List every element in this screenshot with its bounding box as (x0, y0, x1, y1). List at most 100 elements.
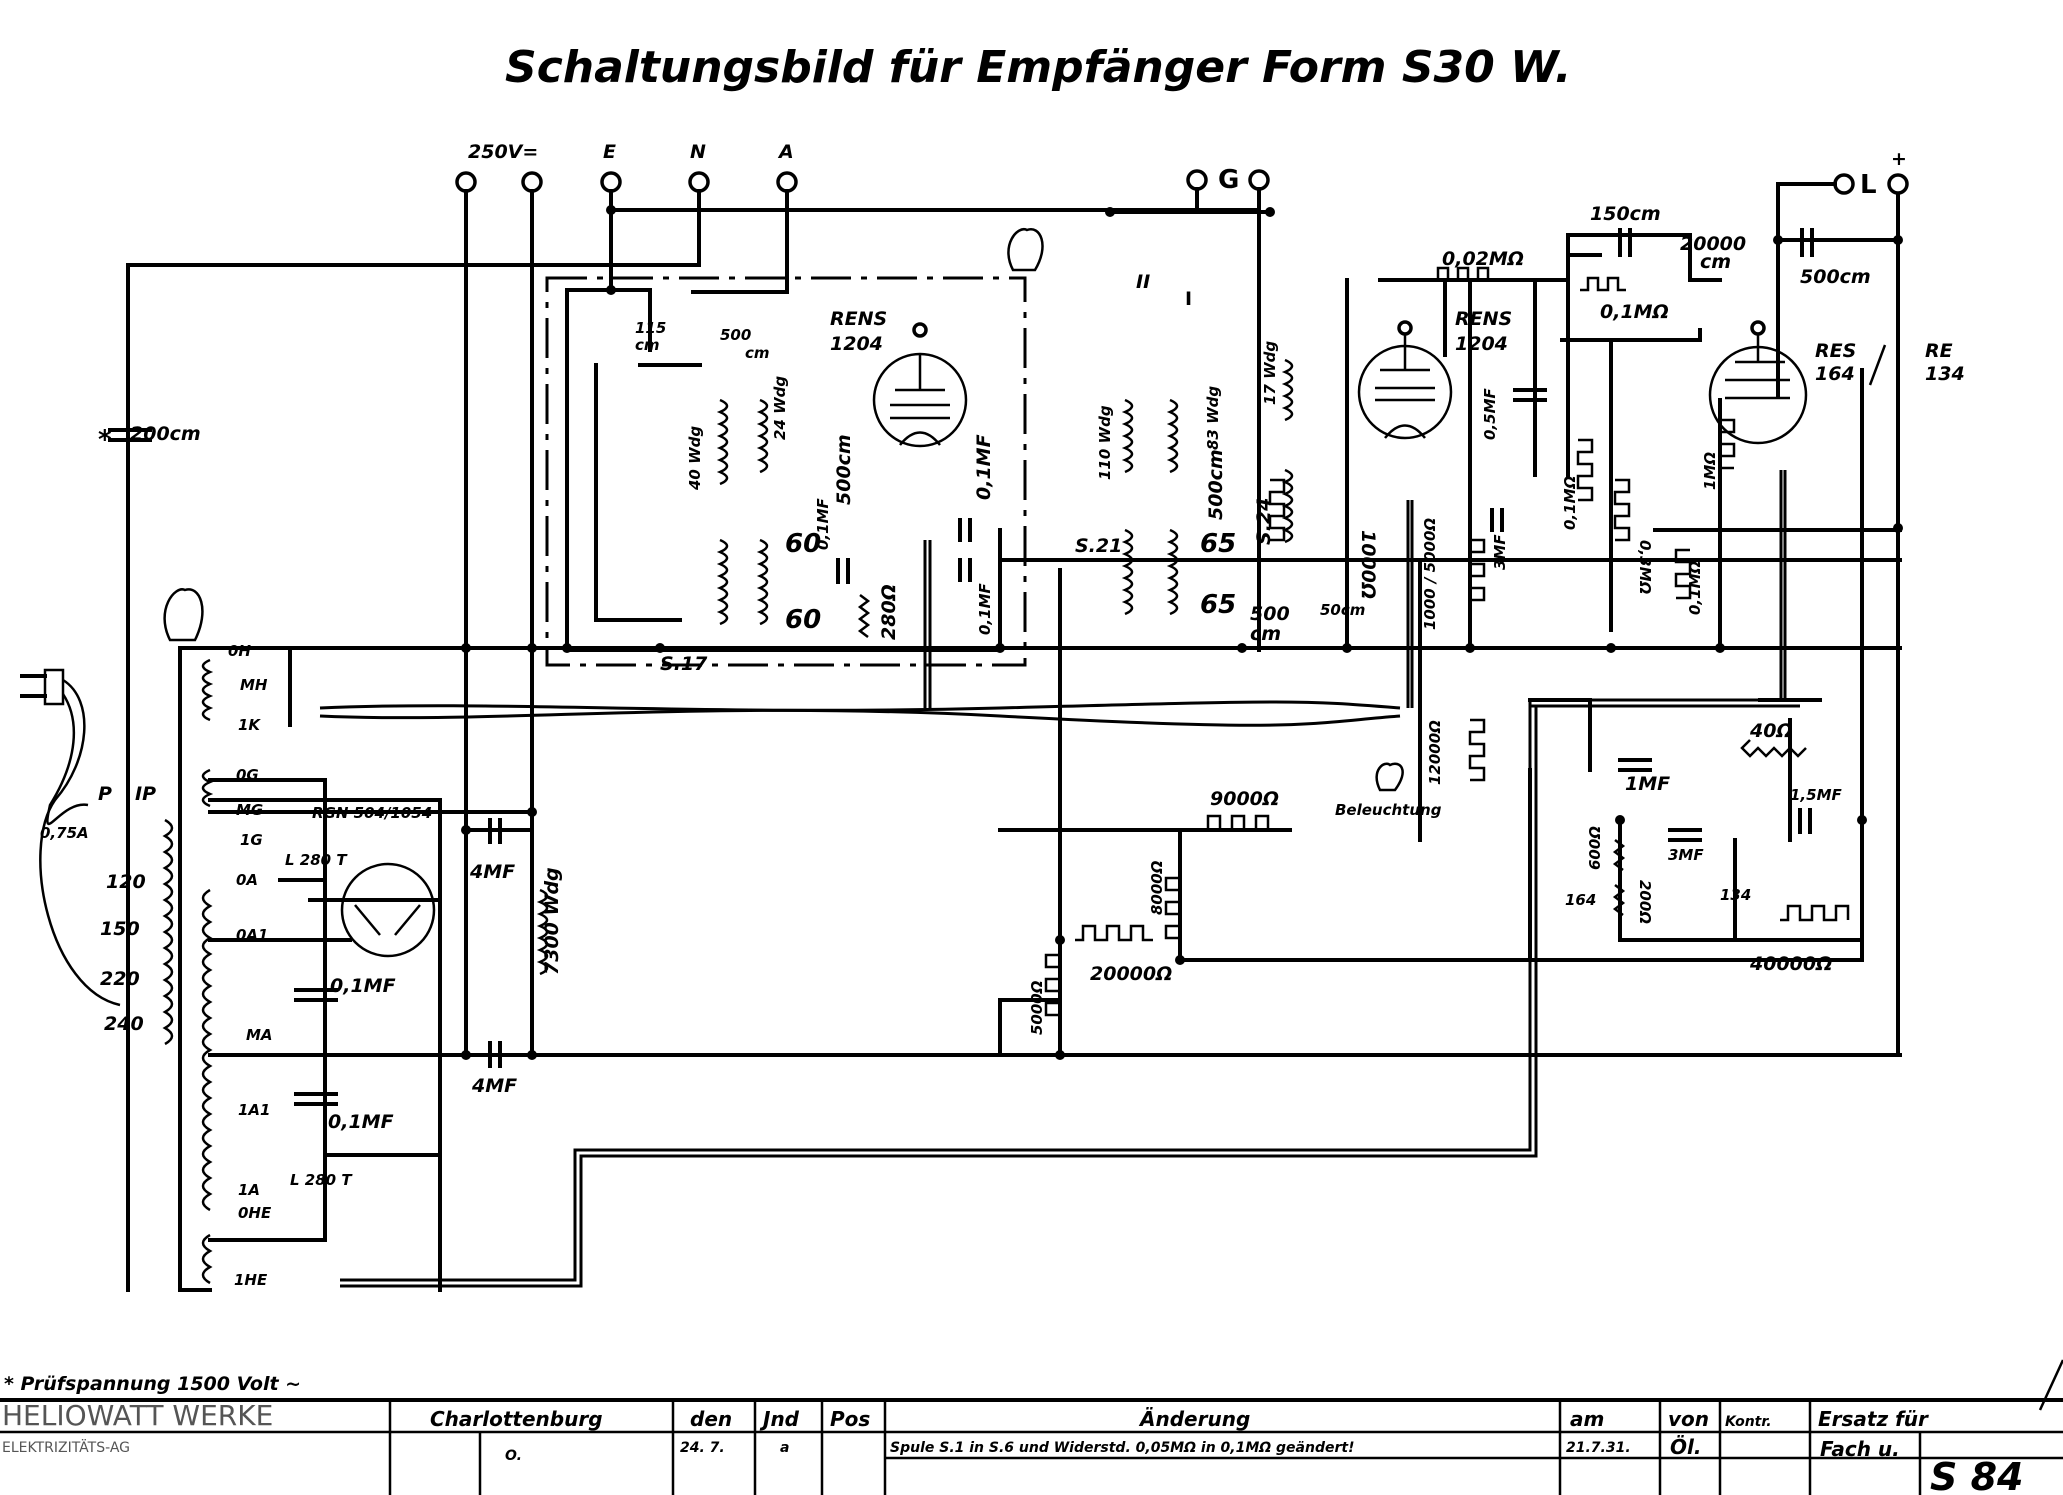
am-label-label: am (1570, 1407, 1604, 1431)
coil-110-label: 110 Wdg (1096, 405, 1114, 480)
r-01m-top-label: 0,1MΩ (1600, 301, 1669, 323)
tap-p-label: P (98, 783, 112, 805)
terminal-n: N (688, 141, 710, 193)
c-3mf-label: 3MF (1491, 534, 1509, 570)
footnote: * Prüfspannung 1500 Volt ~ (4, 1373, 301, 1395)
v220-label: 220 (100, 968, 140, 990)
antenna-label: A (777, 141, 794, 163)
v240-label: 240 (104, 1013, 144, 1035)
c-01mf-c-label: 0,1MF (976, 583, 994, 635)
tr-0a-label: 0A (236, 871, 258, 889)
tube3-alt-type-label: RE (1925, 340, 1953, 362)
tr-ma-label: MA (246, 1026, 273, 1044)
power-label: 250V= (468, 141, 538, 163)
von-label-label: von (1668, 1407, 1709, 1431)
junctions (461, 205, 1903, 1060)
coil-17-label: 17 Wdg (1261, 341, 1279, 405)
c-1mf-label: 1MF (1625, 773, 1670, 795)
c-4mf-a-label: 4MF (469, 861, 515, 883)
place-label: Charlottenburg (430, 1407, 603, 1431)
coil-s21-label: S.21 (1075, 535, 1122, 557)
r-01m-a-label: 0,1MΩ (1561, 476, 1579, 530)
terminal-gramophone: G (1186, 165, 1270, 195)
den-label-label: den (690, 1407, 732, 1431)
r-600-label: 600Ω (1586, 826, 1604, 870)
v120-label: 120 (106, 871, 146, 893)
mains-plug-icon (20, 668, 121, 1007)
sock-164-label: 164 (1565, 891, 1596, 909)
resistors (857, 266, 1850, 1017)
c-500var-unit-label: cm (745, 344, 770, 362)
replaces-label-label: Ersatz für (1818, 1407, 1929, 1431)
row-von-label: Öl. (1670, 1435, 1701, 1459)
plus-label: + (1891, 148, 1907, 170)
tap-ip-label: IP (135, 783, 156, 805)
diagram-title: Schaltungsbild für Empfänger Form S30 W. (505, 42, 1572, 93)
coils (162, 358, 1294, 1285)
kontr-label-label: Kontr. (1725, 1414, 1772, 1430)
c-3mf-b-label: 3MF (1668, 846, 1704, 864)
earth-label: E (603, 141, 616, 163)
tube1-type-label: RENS (830, 308, 887, 330)
l280-bot-label: L 280 T (290, 1171, 353, 1189)
r-8000-label: 8000Ω (1148, 860, 1166, 915)
c-15mf-label: 1,5MF (1790, 786, 1842, 804)
c-500-out-label: 500cm (1800, 266, 1871, 288)
rectifier-tube: RGN 504/1054 (312, 804, 436, 958)
c-01mf-e-label: 0,1MF (328, 1111, 394, 1133)
choke-label: 7300 Wdg (541, 867, 563, 975)
r-1000-label: 1000Ω (1357, 530, 1379, 599)
tap-65b-label: 65 (1200, 590, 1236, 620)
tr-0g-label: 0G (236, 766, 259, 784)
terminal-antenna: A (776, 141, 798, 193)
tap-60a-label: 60 (785, 529, 821, 559)
tube3-type-label: RES (1815, 340, 1856, 362)
c-500-s24-label: 500 (1250, 603, 1290, 625)
tube-res164: RES 164 RE 134 (1708, 320, 1965, 445)
c-20000-label: 20000 (1680, 233, 1746, 255)
tr-1g-label: 1G (240, 831, 263, 849)
r-01m-b-label: 0,1MΩ (1686, 561, 1704, 615)
pos-label-label: Pos (830, 1407, 870, 1431)
tube2-num-label: 1204 (1455, 333, 1508, 355)
tr-mg-label: MG (236, 801, 263, 819)
tap-60b-label: 60 (785, 605, 821, 635)
r-280-label: 280Ω (878, 584, 900, 640)
switch-pos2-label: II (1136, 271, 1150, 293)
n-label: N (690, 141, 706, 163)
tr-1a-label: 1A (238, 1181, 260, 1199)
r-40-label: 40Ω (1749, 720, 1793, 742)
component-labels: * 200cm 115 cm 500 cm 40 Wdg 24 Wdg 500c… (40, 203, 1871, 1289)
c-20000-unit-label: cm (1700, 251, 1731, 273)
speaker-label: L (1860, 170, 1877, 200)
sock-134-label: 134 (1720, 886, 1751, 904)
fach-label-label: Fach u. (1820, 1437, 1900, 1461)
r-1000-5000-label: 1000 / 5000Ω (1421, 518, 1439, 630)
switch-pos1-label: I (1185, 288, 1192, 310)
row-date-label: 24. 7. (680, 1440, 725, 1456)
c-500-s21-label: 500cm (1205, 449, 1227, 520)
tr-mh-label: MH (240, 676, 268, 694)
c-500var-label: 500 (720, 326, 751, 344)
r-5000-label: 5000Ω (1028, 980, 1046, 1035)
company-sub: ELEKTRIZITÄTS-AG (2, 1438, 130, 1456)
ind-label-label: Jnd (759, 1407, 800, 1431)
r-03m-label: 0,3MΩ (1636, 540, 1654, 594)
c-500cm-label: 500cm (833, 434, 855, 505)
lamp-icon (163, 228, 1404, 792)
rect-label: RGN 504/1054 (312, 804, 432, 822)
fuse-label: 0,75A (40, 824, 89, 842)
c-150-label: 150cm (1590, 203, 1661, 225)
terminal-speaker: L + (1833, 148, 1909, 200)
r-40000-label: 40000Ω (1749, 953, 1832, 975)
tr-1k-label: 1K (238, 716, 261, 734)
coil-24-label: 24 Wdg (771, 376, 789, 440)
r-12000-label: 12000Ω (1426, 720, 1444, 785)
tr-0h-label: 0H (228, 642, 251, 660)
tube-rens1204-1: RENS 1204 (830, 308, 968, 448)
r-200-label: 200Ω (1636, 880, 1654, 924)
row-change-label: Spule S.1 in S.6 und Widerstd. 0,05MΩ in… (890, 1440, 1354, 1456)
left-partial-label: O. (505, 1448, 522, 1464)
tr-1a1-label: 1A1 (238, 1101, 270, 1119)
